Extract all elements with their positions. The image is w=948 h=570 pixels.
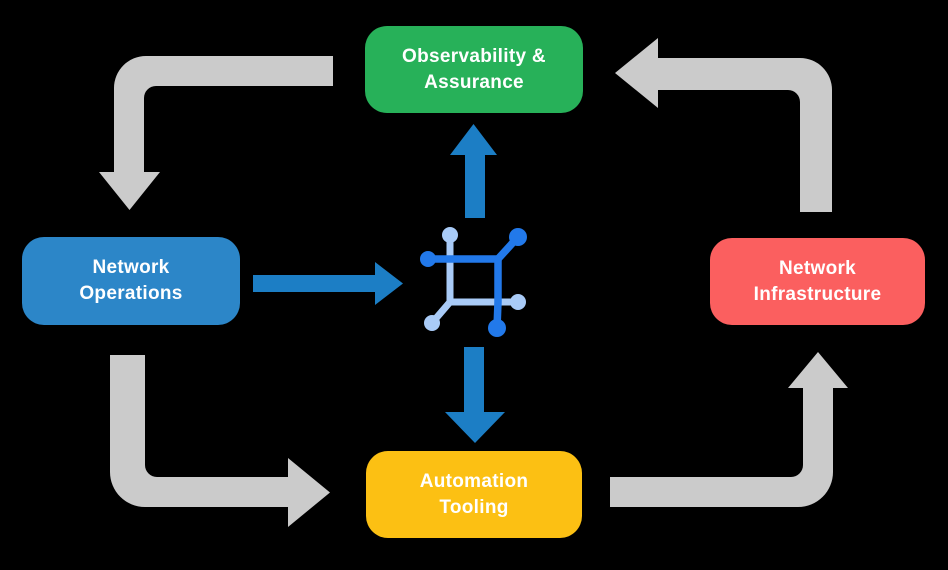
network-mesh-icon <box>420 227 527 337</box>
arrow-automation-to-infrastructure <box>610 352 848 507</box>
node-label-line: Operations <box>79 283 183 304</box>
node-observability-assurance: Observability & Assurance <box>365 26 583 113</box>
arrow-center-to-automation <box>445 347 505 443</box>
node-network-infrastructure: Network Infrastructure <box>710 238 925 325</box>
node-label-line: Automation <box>419 470 529 492</box>
arrow-operations-to-center <box>253 262 403 305</box>
arrow-observability-to-operations <box>99 56 333 210</box>
node-label-line: Tooling <box>439 496 509 518</box>
arrow-center-to-observability <box>450 124 497 218</box>
node-label-line: Network <box>778 257 857 279</box>
node-label-line: Infrastructure <box>753 283 882 305</box>
node-label-line: Assurance <box>424 71 524 93</box>
node-network-operations: Network Operations <box>22 237 240 325</box>
network-mesh-light-nodes <box>424 227 526 331</box>
node-label-line: Observability & <box>402 45 546 67</box>
arrow-operations-to-automation <box>110 355 330 527</box>
network-mesh-dark-nodes <box>420 228 527 337</box>
node-automation-tooling: Automation Tooling <box>366 451 582 538</box>
node-label-line: Network <box>92 257 170 278</box>
arrow-infrastructure-to-observability <box>615 38 832 212</box>
